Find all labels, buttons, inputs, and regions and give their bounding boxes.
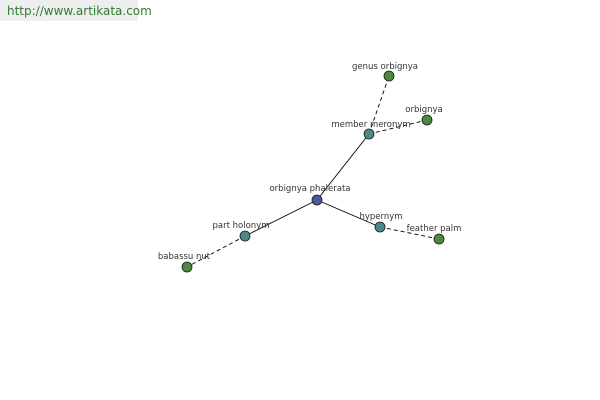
node-label-genus: genus orbignya xyxy=(352,62,418,72)
node-marker-center[interactable] xyxy=(311,194,323,206)
graph-node-hyper[interactable]: hypernym xyxy=(359,212,403,233)
graph-node-genus[interactable]: genus orbignya xyxy=(352,62,418,82)
graph-node-member[interactable]: member meronym xyxy=(331,120,411,140)
node-label-member: member meronym xyxy=(331,120,410,130)
node-label-orbignya: orbignya xyxy=(405,105,442,115)
graph-nodes: orbignya phalerata member meronym genus or… xyxy=(158,62,462,273)
site-url-banner: http://www.artikata.com xyxy=(0,0,152,21)
node-marker-member[interactable] xyxy=(363,128,375,140)
edge-center-hyper xyxy=(316,199,381,228)
node-marker-part[interactable] xyxy=(239,230,251,242)
graph-edges xyxy=(186,75,440,268)
edge-member-orbignya xyxy=(368,119,428,135)
node-marker-orbignya[interactable] xyxy=(421,114,433,126)
node-label-center: orbignya phalerata xyxy=(269,184,350,194)
node-marker-genus[interactable] xyxy=(383,70,395,82)
node-marker-feather[interactable] xyxy=(433,233,445,245)
node-label-feather: feather palm xyxy=(407,224,462,234)
node-label-babassu: babassu nut xyxy=(158,252,211,262)
graph-node-babassu[interactable]: babassu nut xyxy=(158,252,211,273)
graph-node-feather[interactable]: feather palm xyxy=(407,224,462,245)
graph-node-center[interactable]: orbignya phalerata xyxy=(269,184,351,206)
node-label-part: part holonym xyxy=(213,221,270,231)
edge-center-part xyxy=(244,199,318,237)
edge-part-babassu xyxy=(186,235,246,268)
graph-node-orbignya[interactable]: orbignya xyxy=(405,105,443,126)
edge-member-genus xyxy=(368,75,390,135)
edge-center-member xyxy=(316,133,370,201)
node-label-hyper: hypernym xyxy=(359,212,402,222)
site-url-link[interactable]: http://www.artikata.com xyxy=(7,4,152,18)
node-marker-babassu[interactable] xyxy=(181,261,193,273)
node-marker-hyper[interactable] xyxy=(374,221,386,233)
graph-node-part[interactable]: part holonym xyxy=(213,221,270,242)
edge-hyper-feather xyxy=(379,226,440,240)
